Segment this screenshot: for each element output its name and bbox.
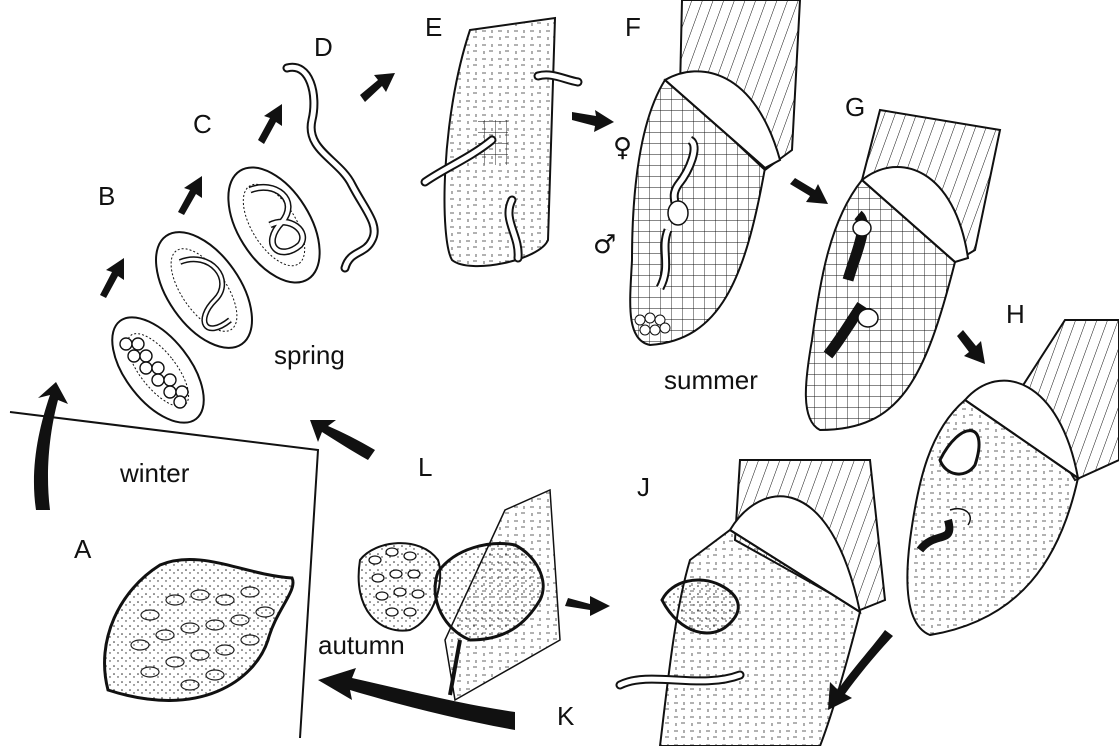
season-label-summer: summer xyxy=(664,367,758,393)
stage-label-h: H xyxy=(1006,301,1025,327)
stage-label-g: G xyxy=(845,94,865,120)
arrow-d xyxy=(258,104,282,144)
arrow-spring xyxy=(310,420,375,460)
female-symbol: ♀ xyxy=(613,135,632,161)
stage-label-a: A xyxy=(74,536,91,562)
root-h xyxy=(907,320,1119,635)
arrow-e xyxy=(360,73,395,102)
stage-label-b: B xyxy=(98,183,115,209)
root-e xyxy=(425,18,578,266)
stage-label-j: J xyxy=(637,474,650,500)
cyst-l xyxy=(359,490,560,700)
arrow-k xyxy=(565,596,610,616)
stage-label-e: E xyxy=(425,14,442,40)
root-g xyxy=(806,110,1000,430)
stage-label-k: K xyxy=(557,703,574,729)
stage-label-l: L xyxy=(418,454,432,480)
arrow-h xyxy=(957,330,985,364)
season-label-winter: winter xyxy=(120,460,189,486)
arrow-f xyxy=(572,110,614,132)
season-label-spring: spring xyxy=(274,342,345,368)
arrow-c xyxy=(178,176,202,215)
cyst-a xyxy=(105,559,293,700)
stage-label-c: C xyxy=(193,111,212,137)
male-symbol: ♂ xyxy=(593,232,616,258)
arrow-g xyxy=(790,178,828,204)
arrow-winter-spring xyxy=(34,382,68,510)
root-j xyxy=(620,460,885,746)
season-label-autumn: autumn xyxy=(318,632,405,658)
root-f xyxy=(630,0,800,345)
stage-label-f: F xyxy=(625,14,641,40)
stage-label-d: D xyxy=(314,34,333,60)
arrow-b xyxy=(100,258,124,298)
